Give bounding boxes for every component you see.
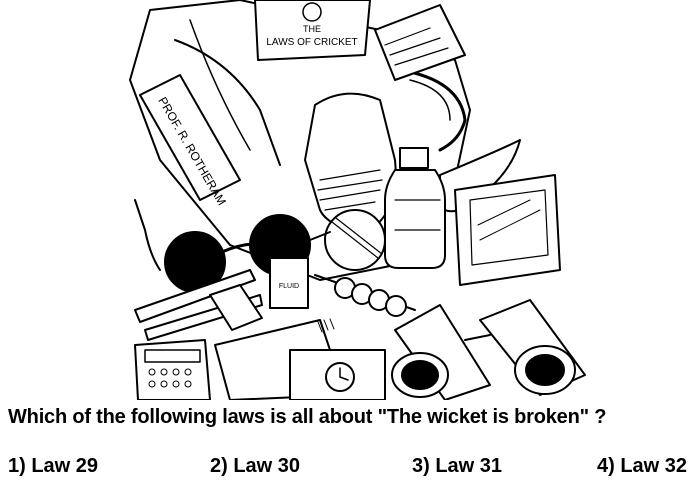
question-text: Which of the following laws is all about… <box>8 406 607 428</box>
cricket-bag-illustration: PROF. R. ROTHERAM THE LAWS OF CRICKET <box>129 0 586 400</box>
option-2[interactable]: 2) Law 30 <box>210 455 301 477</box>
camera <box>289 349 386 400</box>
option-1[interactable]: 1) Law 29 <box>8 455 99 477</box>
fluid-bottle-label: FLUID <box>279 283 299 290</box>
sandwich-box <box>454 174 561 286</box>
cricket-ball <box>324 209 386 271</box>
option-4[interactable]: 4) Law 32 <box>597 455 688 477</box>
ball-counter <box>314 274 416 317</box>
eraser <box>209 284 263 331</box>
book-title-line1: THE <box>303 24 321 34</box>
binoculars <box>391 299 586 400</box>
fluid-bottle: FLUID <box>269 239 309 309</box>
book-title-line2: LAWS OF CRICKET <box>266 37 357 48</box>
water-bottle <box>384 147 446 269</box>
laws-book: THE LAWS OF CRICKET <box>254 0 371 61</box>
scorecard <box>374 4 466 81</box>
calculator <box>134 339 211 400</box>
option-3[interactable]: 3) Law 31 <box>412 455 503 477</box>
